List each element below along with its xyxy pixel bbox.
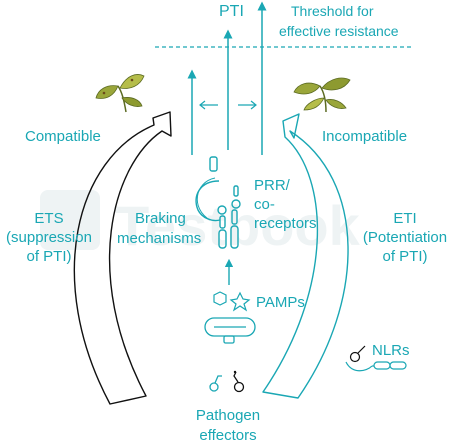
pti-label: PTI <box>219 3 244 20</box>
eti-label-3: of PTI) <box>382 248 427 265</box>
plant-right-icon <box>293 77 351 113</box>
pamp-molecules-icon <box>213 291 251 312</box>
effector-icons <box>209 370 245 393</box>
incompatible-label: Incompatible <box>322 128 407 145</box>
double-arrow-icon <box>199 100 257 110</box>
compatible-label: Compatible <box>25 128 101 145</box>
pathogen-label-2: effectors <box>199 427 256 444</box>
ets-label-1: ETS <box>34 210 63 227</box>
eti-arrow <box>262 113 349 399</box>
threshold-label-1: Threshold for <box>291 3 374 19</box>
pathogen-cell-icon <box>204 317 256 344</box>
eti-label-2: (Potentiation <box>363 229 447 246</box>
braking-label-1: Braking <box>135 210 186 227</box>
ets-label-3: of PTI) <box>26 248 71 265</box>
nlr-icon <box>345 345 407 372</box>
eti-label-1: ETI <box>393 210 416 227</box>
plant-left-icon <box>95 74 145 113</box>
prr-label-2: co- <box>254 196 275 213</box>
pamps-label: PAMPs <box>256 294 305 311</box>
ets-label-2: (suppression <box>6 229 92 246</box>
threshold-label-2: effective resistance <box>279 23 399 39</box>
ets-arrow <box>73 111 172 405</box>
nlrs-label: NLRs <box>372 342 410 359</box>
prr-label-3: receptors <box>254 215 317 232</box>
braking-label-2: mechanisms <box>117 230 201 247</box>
receptor-icon <box>195 156 241 249</box>
prr-label-1: PRR/ <box>254 177 291 194</box>
pathogen-label-1: Pathogen <box>196 407 260 424</box>
